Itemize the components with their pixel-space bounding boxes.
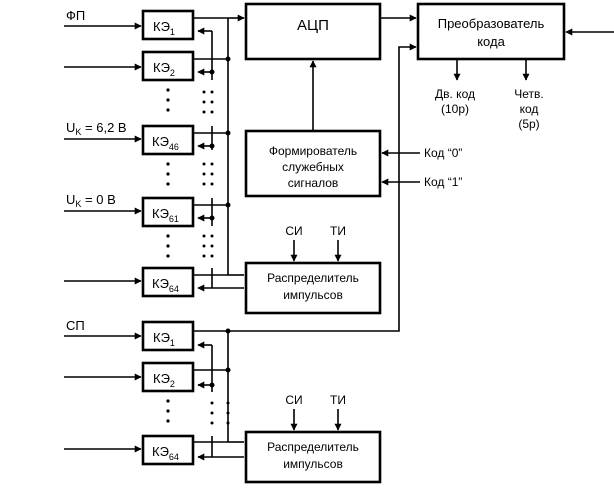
control-bus-dots-bottom [210,401,230,425]
input-lines-top [64,22,142,285]
ke-1-box [141,9,195,41]
ke-ellipsis-dots [166,88,170,423]
ke-61-label: КЭ61 [152,206,179,224]
converter-box [416,2,566,61]
adc-box [244,2,382,61]
junction-dots-bottom [209,328,231,388]
distributor-bottom-line1: Распределитель [267,440,359,454]
si-label-bottom: СИ [285,393,302,407]
control-bus-dots-top [202,90,214,258]
output-binary-line1: Дв. код [435,87,475,101]
ke-46-box [141,124,195,156]
output-quaternary-line3: (5р) [518,117,539,131]
input-fp-label: ФП [66,8,85,23]
input-lines-bottom [64,332,142,453]
output-quaternary-line2: код [520,102,539,116]
distributor-box-bottom [244,430,382,484]
input-uk0-label: UK = 0 В [66,192,116,209]
input-uk62-label: UK = 6,2 В [66,120,127,137]
junction-dots-top [209,56,231,221]
input-uk0-symbol: U [66,192,75,207]
sp-bus-to-converter [228,43,417,332]
input-sp-label: СП [66,318,85,333]
code-1-label: Код “1” [424,175,462,189]
ke-64-label-top: КЭ64 [152,276,179,294]
adc-label: АЦП [297,17,329,34]
input-uk62-value: = 6,2 В [81,120,126,135]
ke-64-box-bottom [141,434,195,466]
ke-1-label: КЭ1 [153,19,175,37]
input-uk0-subscript: K [75,199,81,209]
output-binary-line2: (10р) [441,102,469,116]
ke-1-label-bottom: КЭ1 [153,330,175,348]
ke-61-box [141,196,195,228]
ke-1-box-bottom [141,320,195,352]
ke-64-box-top [141,266,195,298]
ke-2-box-bottom [141,361,195,393]
distributor-top-line1: Распределитель [267,271,359,285]
ke-46-label: КЭ46 [152,134,179,152]
input-uk62-subscript: K [75,127,81,137]
ke-2-label: КЭ2 [153,60,175,78]
si-label-top: СИ [285,224,302,238]
ke-2-box [141,50,195,82]
service-shaper-line3: сигналов [288,176,339,190]
output-quaternary-line1: Четв. [514,87,543,101]
distributor-bottom-line2: импульсов [283,457,343,471]
distributor-top-line2: импульсов [283,288,343,302]
ke-64-label-bottom: КЭ64 [152,444,179,462]
code-0-label: Код “0” [424,146,462,160]
wiring-bottom-group [193,330,244,461]
input-uk0-value: = 0 В [81,192,115,207]
distributor-box-top [244,261,382,315]
ke-2-label-bottom: КЭ2 [153,371,175,389]
input-uk62-symbol: U [66,120,75,135]
ti-label-bottom: ТИ [330,393,346,407]
converter-label-line1: Преобразователь [438,16,545,31]
converter-label-line2: кода [477,34,505,49]
ti-label-top: ТИ [330,224,346,238]
wiring-top-group [193,14,245,292]
service-shaper-line2: служебных [282,160,344,174]
service-shaper-line1: Формирователь [269,144,357,158]
